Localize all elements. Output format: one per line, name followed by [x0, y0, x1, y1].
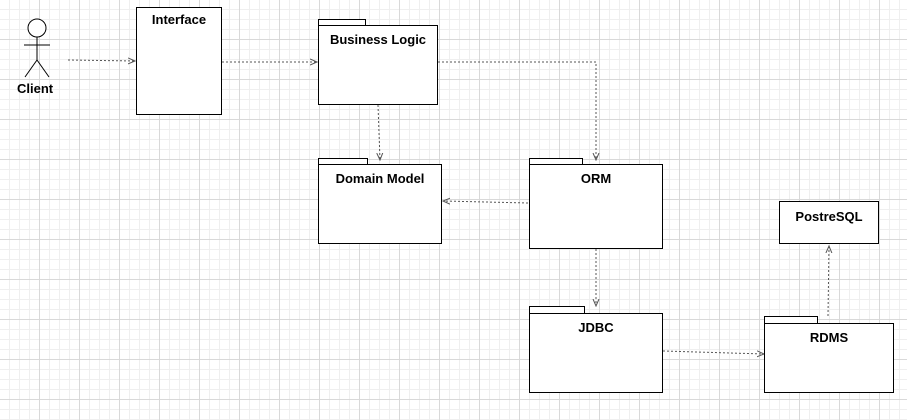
orm-tab	[529, 158, 583, 165]
jdbc-tab	[529, 306, 585, 314]
domain-model-label: Domain Model	[335, 171, 425, 186]
domain-model-node[interactable]: Domain Model	[318, 164, 442, 244]
rdms-tab	[764, 316, 818, 324]
rdms-label: RDMS	[809, 330, 849, 345]
edge-rdms-postresql	[828, 246, 829, 317]
jdbc-node[interactable]: JDBC	[529, 313, 663, 393]
edge-orm-domain-model	[443, 201, 529, 203]
postresql-node[interactable]: PostreSQL	[779, 201, 879, 244]
orm-label: ORM	[580, 171, 612, 186]
edge-jdbc-rdms	[662, 351, 764, 354]
rdms-node[interactable]: RDMS	[764, 323, 894, 393]
jdbc-label: JDBC	[578, 320, 614, 335]
orm-node[interactable]: ORM	[529, 164, 663, 249]
business-logic-label: Business Logic	[329, 32, 427, 47]
client-label: Client	[17, 81, 54, 96]
client-actor-icon[interactable]	[24, 18, 50, 78]
edge-client-interface	[67, 60, 135, 61]
domain-model-tab	[318, 158, 368, 165]
interface-label: Interface	[151, 12, 207, 27]
postresql-label: PostreSQL	[795, 209, 863, 224]
interface-node[interactable]: Interface	[136, 7, 222, 115]
business-logic-tab	[318, 19, 366, 26]
edge-business-logic-orm	[438, 61, 596, 160]
business-logic-node[interactable]: Business Logic	[318, 25, 438, 105]
edge-business-logic-domain-model	[378, 104, 380, 160]
